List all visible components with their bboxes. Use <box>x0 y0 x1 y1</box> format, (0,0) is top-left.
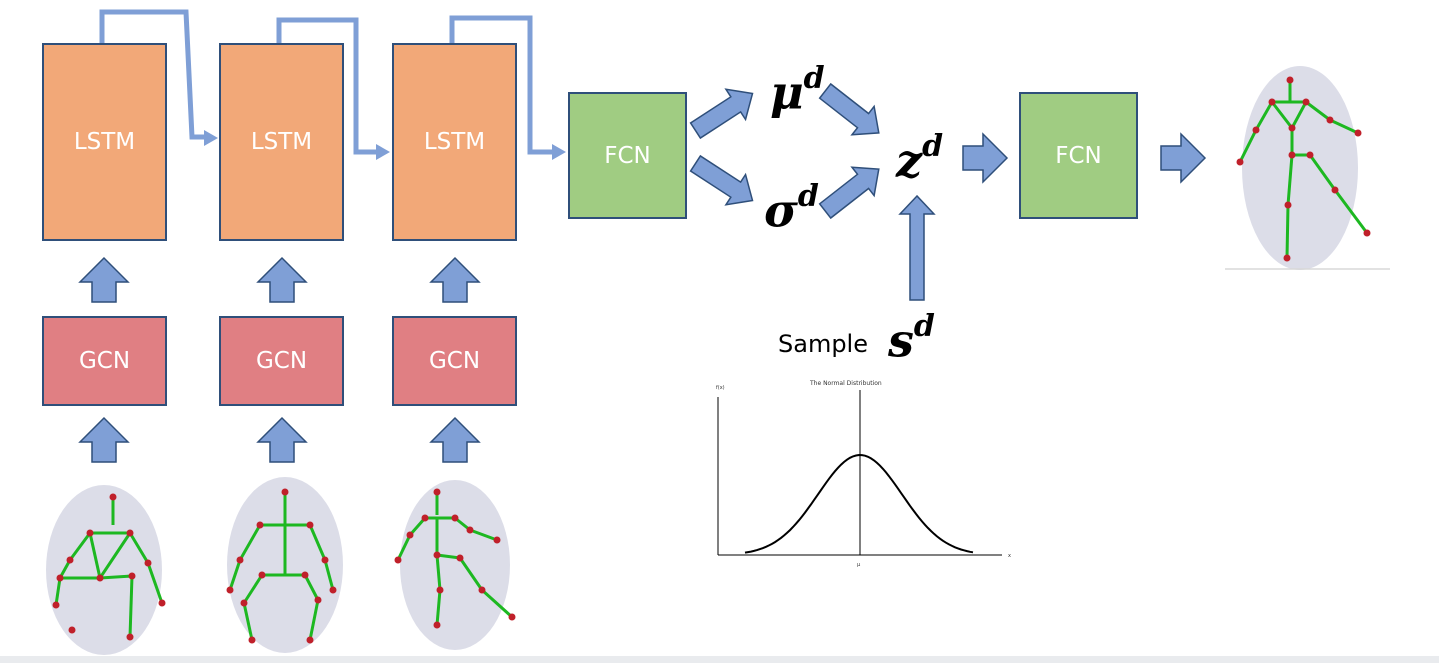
plot-y-label: f(x) <box>716 385 725 391</box>
fcn-label: FCN <box>604 142 651 169</box>
recurrent-connection-1 <box>99 9 204 140</box>
plot-x-label: x <box>1008 553 1011 559</box>
fcn-encoder-box: FCN <box>568 92 687 219</box>
z-symbol: zd <box>896 129 944 188</box>
input-pose-1 <box>46 485 166 655</box>
gcn-box-3: GCN <box>392 316 517 406</box>
recurrent-arrowhead-3 <box>552 144 566 160</box>
bell-curve <box>744 453 974 554</box>
recurrent-connection-3 <box>449 15 552 155</box>
gcn-label: GCN <box>255 348 308 374</box>
up-arrow-gcn-lstm-2 <box>257 257 307 303</box>
gcn-label: GCN <box>428 348 481 374</box>
recurrent-arrowhead-1 <box>204 130 218 146</box>
mu-symbol: μd <box>770 61 825 120</box>
plot-mean-label: μ <box>857 562 861 568</box>
normal-distribution-plot <box>717 390 1002 556</box>
lstm-label: LSTM <box>250 129 313 155</box>
fcn-decoder-box: FCN <box>1019 92 1138 219</box>
input-pose-2 <box>226 477 343 653</box>
plot-title: The Normal Distribution <box>810 380 882 387</box>
up-arrow-pose-gcn-3 <box>430 417 480 463</box>
lstm-label: LSTM <box>73 129 136 155</box>
output-pose <box>1225 66 1390 270</box>
arrow-z-to-fcn <box>962 133 1008 183</box>
lstm-label: LSTM <box>423 129 486 155</box>
input-pose-3 <box>394 480 516 650</box>
up-arrow-pose-gcn-2 <box>257 417 307 463</box>
gcn-box-1: GCN <box>42 316 167 406</box>
sigma-symbol: σd <box>764 179 819 238</box>
bottom-bar <box>0 656 1439 663</box>
arrow-fcn-to-mu <box>689 88 754 140</box>
lstm-box-1: LSTM <box>42 43 167 241</box>
lstm-box-2: LSTM <box>219 43 344 241</box>
recurrent-connection-2 <box>276 17 376 155</box>
sample-label: Sample <box>778 330 868 358</box>
gcn-label: GCN <box>78 348 131 374</box>
arrow-sample-to-z <box>898 194 936 301</box>
arrow-sigma-to-z <box>818 166 880 220</box>
recurrent-arrowhead-2 <box>376 144 390 160</box>
up-arrow-pose-gcn-1 <box>79 417 129 463</box>
arrow-fcn-to-sigma <box>689 154 754 206</box>
lstm-box-3: LSTM <box>392 43 517 241</box>
arrow-fcn-to-output <box>1160 133 1206 183</box>
up-arrow-gcn-lstm-3 <box>430 257 480 303</box>
fcn-label: FCN <box>1055 142 1102 169</box>
up-arrow-gcn-lstm-1 <box>79 257 129 303</box>
arrow-mu-to-z <box>818 82 880 136</box>
sample-symbol: sd <box>888 309 935 368</box>
gcn-box-2: GCN <box>219 316 344 406</box>
